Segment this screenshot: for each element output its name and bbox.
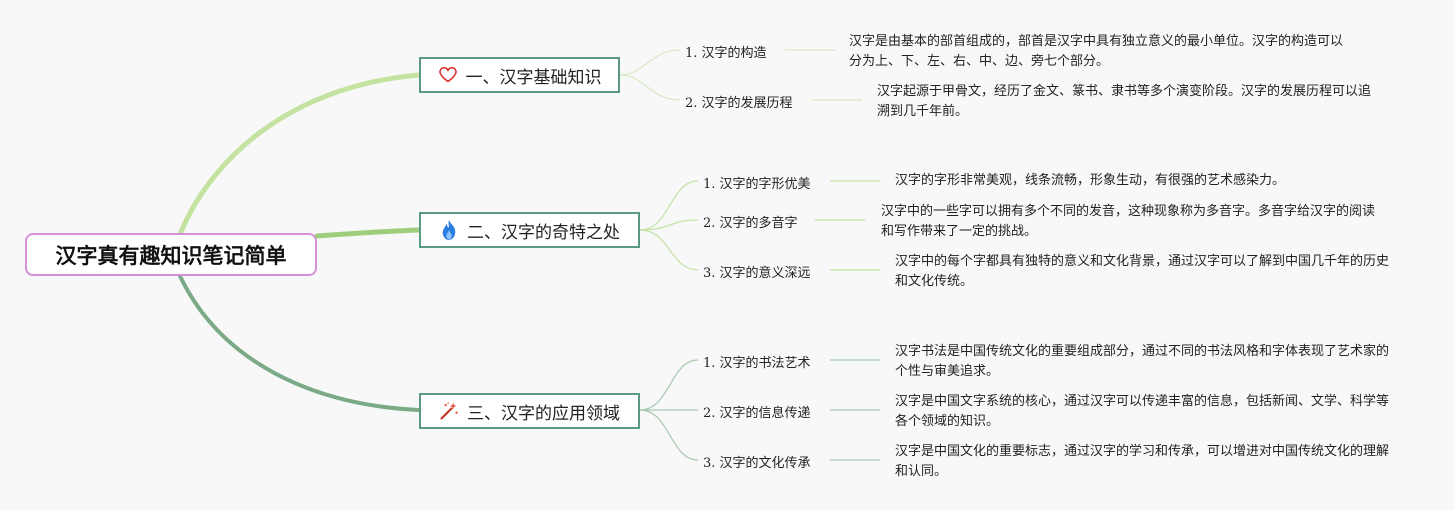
connector-root-branch1 bbox=[177, 72, 422, 237]
branch-node-1[interactable]: 一、汉字基础知识 bbox=[419, 57, 620, 93]
connector-root-branch3 bbox=[178, 274, 421, 412]
desc-inheritance: 汉字是中国文化的重要标志，通过汉字的学习和传承，可以增进对中国传统文化的理解和认… bbox=[895, 444, 1390, 479]
desc-information: 汉字是中国文字系统的核心，通过汉字可以传递丰富的信息，包括新闻、文学、科学等各个… bbox=[895, 394, 1390, 429]
desc-polyphone: 汉字中的一些字可以拥有多个不同的发音，这种现象称为多音字。多音字给汉字的阅读和写… bbox=[881, 204, 1376, 239]
connector-root-branch2 bbox=[314, 227, 422, 239]
heart-icon bbox=[438, 65, 458, 85]
fire-icon bbox=[439, 220, 459, 240]
connector-b2-s3 bbox=[639, 229, 699, 271]
connector-b2-s1 bbox=[639, 180, 699, 231]
sub-node-history[interactable]: 2. 汉字的发展历程 bbox=[685, 96, 793, 111]
desc-construction: 汉字是由基本的部首组成的，部首是汉字中具有独立意义的最小单位。汉字的构造可以分为… bbox=[849, 34, 1344, 69]
sub-node-shape[interactable]: 1. 汉字的字形优美 bbox=[703, 177, 811, 192]
root-title: 汉字真有趣知识笔记简单 bbox=[55, 243, 287, 268]
desc-shape: 汉字的字形非常美观，线条流畅，形象生动，有很强的艺术感染力。 bbox=[895, 173, 1286, 188]
desc-calligraphy: 汉字书法是中国传统文化的重要组成部分，通过不同的书法风格和字体表现了艺术家的个性… bbox=[895, 344, 1390, 379]
branch-label-3: 三、汉字的应用领域 bbox=[467, 403, 620, 424]
root-node[interactable]: 汉字真有趣知识笔记简单 bbox=[25, 233, 317, 276]
sub-node-polyphone[interactable]: 2. 汉字的多音字 bbox=[703, 216, 798, 231]
connector-b3-s3 bbox=[639, 409, 699, 461]
branch-node-2[interactable]: 二、汉字的奇特之处 bbox=[419, 212, 640, 248]
sub-node-inheritance[interactable]: 3. 汉字的文化传承 bbox=[703, 456, 811, 471]
desc-meaning: 汉字中的每个字都具有独特的意义和文化背景，通过汉字可以了解到中国几千年的历史和文… bbox=[895, 254, 1390, 289]
magic-wand-icon bbox=[439, 401, 459, 421]
desc-history: 汉字起源于甲骨文，经历了金文、篆书、隶书等多个演变阶段。汉字的发展历程可以追溯到… bbox=[877, 84, 1372, 119]
sub-node-meaning[interactable]: 3. 汉字的意义深远 bbox=[703, 266, 811, 281]
branch-label-1: 一、汉字基础知识 bbox=[465, 67, 602, 88]
branch-node-3[interactable]: 三、汉字的应用领域 bbox=[419, 393, 640, 429]
connector-b2-s2 bbox=[639, 219, 699, 231]
sub-node-calligraphy[interactable]: 1. 汉字的书法艺术 bbox=[703, 356, 811, 371]
branch-label-2: 二、汉字的奇特之处 bbox=[467, 222, 620, 243]
sub-node-information[interactable]: 2. 汉字的信息传递 bbox=[703, 406, 811, 421]
connector-b1-s2 bbox=[619, 74, 681, 101]
sub-node-construction[interactable]: 1. 汉字的构造 bbox=[685, 46, 767, 61]
connector-b3-s1 bbox=[639, 359, 699, 411]
connector-b1-s1 bbox=[619, 49, 681, 76]
